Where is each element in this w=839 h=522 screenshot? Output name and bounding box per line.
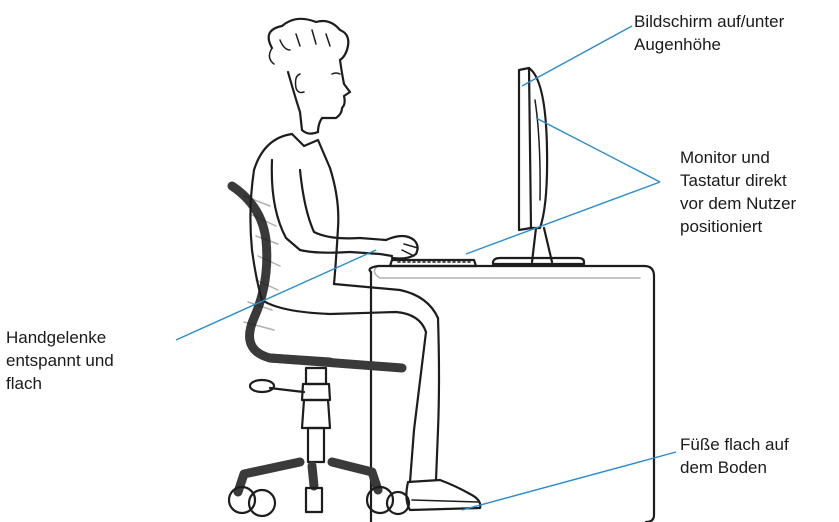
callout-monitor — [536, 118, 660, 182]
desk — [370, 266, 654, 522]
label-wrists: Handgelenke entspannt und flach — [6, 326, 114, 395]
label-line: Tastatur direkt — [680, 169, 796, 192]
label-line: Handgelenke — [6, 326, 114, 349]
keyboard — [390, 260, 476, 266]
label-monitor-position: Monitor und Tastatur direkt vor dem Nutz… — [680, 146, 796, 238]
label-line: Monitor und — [680, 146, 796, 169]
callout-feet — [462, 452, 676, 510]
callout-keyboard — [466, 182, 660, 254]
label-line: flach — [6, 372, 114, 395]
label-line: Bildschirm auf/unter — [634, 10, 784, 33]
label-line: positioniert — [680, 215, 796, 238]
label-line: entspannt und — [6, 349, 114, 372]
label-line: Augenhöhe — [634, 33, 784, 56]
label-line: Füße flach auf — [680, 433, 789, 456]
callout-lines — [176, 26, 676, 510]
chair — [229, 186, 409, 516]
monitor — [493, 68, 584, 264]
person — [250, 19, 480, 510]
label-line: dem Boden — [680, 456, 789, 479]
label-feet: Füße flach auf dem Boden — [680, 433, 789, 479]
label-screen-height: Bildschirm auf/unter Augenhöhe — [634, 10, 784, 56]
label-line: vor dem Nutzer — [680, 192, 796, 215]
callout-screen-height — [522, 26, 632, 86]
